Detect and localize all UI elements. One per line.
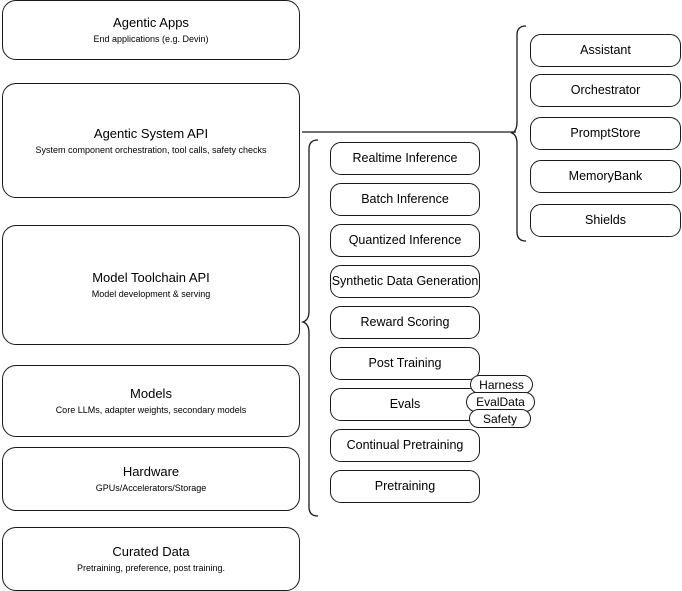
- layer-title: Curated Data: [112, 544, 190, 559]
- capability-box-batch-inference[interactable]: Batch Inference: [330, 183, 480, 216]
- capability-label: Batch Inference: [361, 192, 449, 206]
- component-box-orchestrator[interactable]: Orchestrator: [530, 74, 681, 107]
- layer-title: Agentic Apps: [113, 15, 189, 30]
- layer-box-models[interactable]: Models Core LLMs, adapter weights, secon…: [2, 365, 300, 437]
- layer-box-agentic-apps[interactable]: Agentic Apps End applications (e.g. Devi…: [2, 0, 300, 60]
- layer-subtitle: System component orchestration, tool cal…: [35, 144, 267, 155]
- layer-subtitle: End applications (e.g. Devin): [93, 34, 209, 44]
- capability-box-quantized-inference[interactable]: Quantized Inference: [330, 224, 480, 257]
- capability-label: Pretraining: [374, 479, 436, 493]
- capability-box-realtime-inference[interactable]: Realtime Inference: [330, 142, 480, 175]
- layer-title: Models: [130, 386, 172, 401]
- layer-subtitle: Pretraining, preference, post training.: [76, 563, 226, 573]
- layer-box-curated-data[interactable]: Curated Data Pretraining, preference, po…: [2, 527, 300, 591]
- evals-subitem-label: Harness: [479, 377, 524, 392]
- component-label: Orchestrator: [570, 83, 641, 97]
- capability-label: Quantized Inference: [348, 233, 462, 247]
- capability-box-post-training[interactable]: Post Training: [330, 347, 480, 380]
- capability-label: Continual Pretraining: [346, 438, 464, 452]
- capability-label: Reward Scoring: [360, 315, 450, 329]
- capability-label: Post Training: [368, 356, 442, 370]
- capability-box-reward-scoring[interactable]: Reward Scoring: [330, 306, 480, 339]
- component-box-shields[interactable]: Shields: [530, 204, 681, 237]
- evals-subitem-safety[interactable]: Safety: [469, 409, 531, 428]
- component-box-assistant[interactable]: Assistant: [530, 34, 681, 67]
- layer-box-model-toolchain-api[interactable]: Model Toolchain API Model development & …: [2, 225, 300, 345]
- evals-subitem-label: Safety: [482, 411, 518, 426]
- component-box-memorybank[interactable]: MemoryBank: [530, 160, 681, 193]
- layer-title: Agentic System API: [93, 125, 209, 141]
- capability-box-synthetic-data-generation[interactable]: Synthetic Data Generation: [330, 265, 480, 298]
- layer-title: Model Toolchain API: [92, 270, 210, 285]
- layer-box-hardware[interactable]: Hardware GPUs/Accelerators/Storage: [2, 447, 300, 511]
- layer-box-agentic-system-api[interactable]: Agentic System API System component orch…: [2, 83, 300, 198]
- capability-label: Synthetic Data Generation: [331, 274, 479, 288]
- component-label: PromptStore: [570, 126, 641, 140]
- capability-box-continual-pretraining[interactable]: Continual Pretraining: [330, 429, 480, 462]
- component-label: Shields: [585, 213, 626, 227]
- capability-label: Realtime Inference: [352, 151, 458, 165]
- component-label: Assistant: [580, 43, 631, 57]
- capability-box-pretraining[interactable]: Pretraining: [330, 470, 480, 503]
- layer-title: Hardware: [122, 464, 180, 479]
- component-label: MemoryBank: [568, 169, 643, 183]
- capability-box-evals[interactable]: Evals: [330, 388, 480, 421]
- capability-label: Evals: [389, 397, 421, 411]
- evals-subitem-label: EvalData: [476, 395, 525, 409]
- layer-subtitle: Core LLMs, adapter weights, secondary mo…: [55, 405, 247, 415]
- layer-subtitle: Model development & serving: [91, 289, 211, 299]
- layer-subtitle: GPUs/Accelerators/Storage: [95, 483, 207, 493]
- component-box-promptstore[interactable]: PromptStore: [530, 117, 681, 150]
